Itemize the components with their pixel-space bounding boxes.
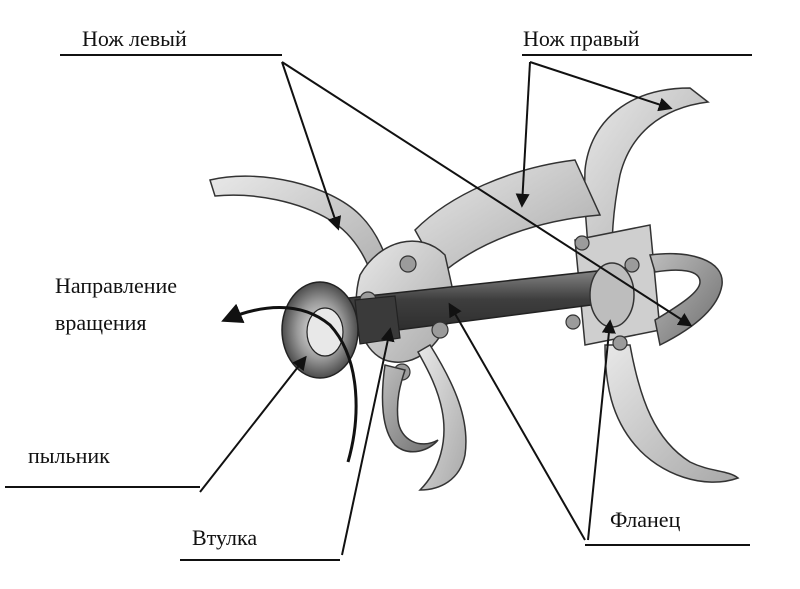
label-bushing: Втулка [192,525,257,550]
bushing-body [354,295,401,345]
label-flange: Фланец [610,507,681,532]
leader-lines [5,54,752,561]
knife-middle-lower-blade [416,343,467,491]
dust-seal-inner [306,307,344,357]
right-flange-disc [589,262,635,328]
label-direction-line1: Направление [55,273,177,298]
right-strap-blade [649,253,723,347]
knife-right-lower-blade [604,344,740,483]
knife-middle-upper-blade [414,159,602,277]
knife-left-lower-blade [381,364,439,453]
rotation-direction-arrow [221,303,358,463]
label-knife-right: Нож правый [523,26,640,51]
label-direction-line2: вращения [55,310,147,335]
label-knife-left: Нож левый [82,26,187,51]
label-dust-seal: пыльник [28,443,110,468]
assembly-drawing [209,87,740,491]
